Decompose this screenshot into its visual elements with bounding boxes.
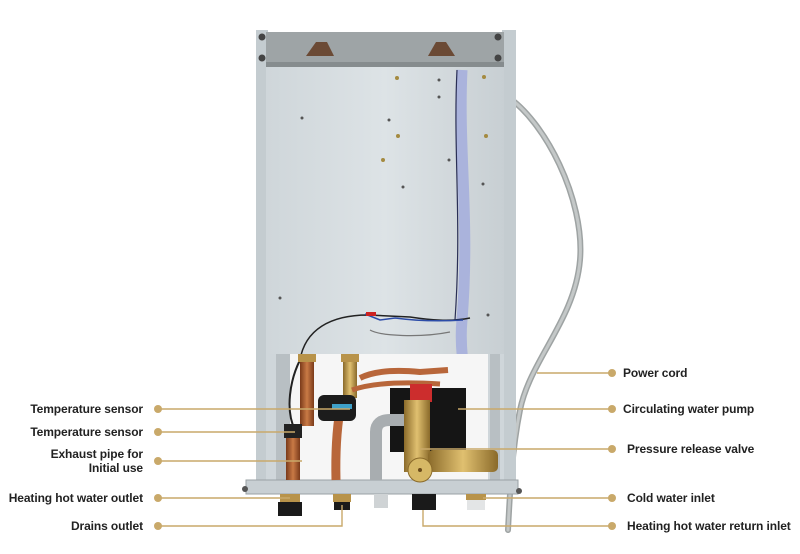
callout-dot xyxy=(154,428,162,436)
label-cold-water-inlet: Cold water inlet xyxy=(627,491,715,505)
callout-dot xyxy=(608,369,616,377)
callout-dot xyxy=(154,457,162,465)
label-exhaust-pipe-line1: Exhaust pipe for xyxy=(50,447,144,461)
callout-dot xyxy=(608,494,616,502)
callout-dot xyxy=(154,494,162,502)
label-heating-hot-water-return-inlet: Heating hot water return inlet xyxy=(627,519,791,533)
callout-dot xyxy=(154,405,162,413)
label-exhaust-pipe-line2: Initial use xyxy=(88,461,143,475)
callout-dot xyxy=(608,522,616,530)
label-pressure-release-valve: Pressure release valve xyxy=(627,442,755,456)
leader-return-inlet xyxy=(422,510,612,527)
label-exhaust-pipe: Exhaust pipe for Initial use xyxy=(50,447,144,475)
callout-dot xyxy=(608,405,616,413)
label-heating-hot-water-outlet: Heating hot water outlet xyxy=(8,491,143,505)
label-circulating-water-pump: Circulating water pump xyxy=(623,402,755,416)
callout-dot xyxy=(154,522,162,530)
label-temperature-sensor-1: Temperature sensor xyxy=(30,402,143,416)
callout-dot xyxy=(608,445,616,453)
label-drains-outlet: Drains outlet xyxy=(70,519,143,533)
label-power-cord: Power cord xyxy=(623,366,688,380)
label-temperature-sensor-2: Temperature sensor xyxy=(30,425,143,439)
leader-drains-outlet xyxy=(158,505,343,527)
